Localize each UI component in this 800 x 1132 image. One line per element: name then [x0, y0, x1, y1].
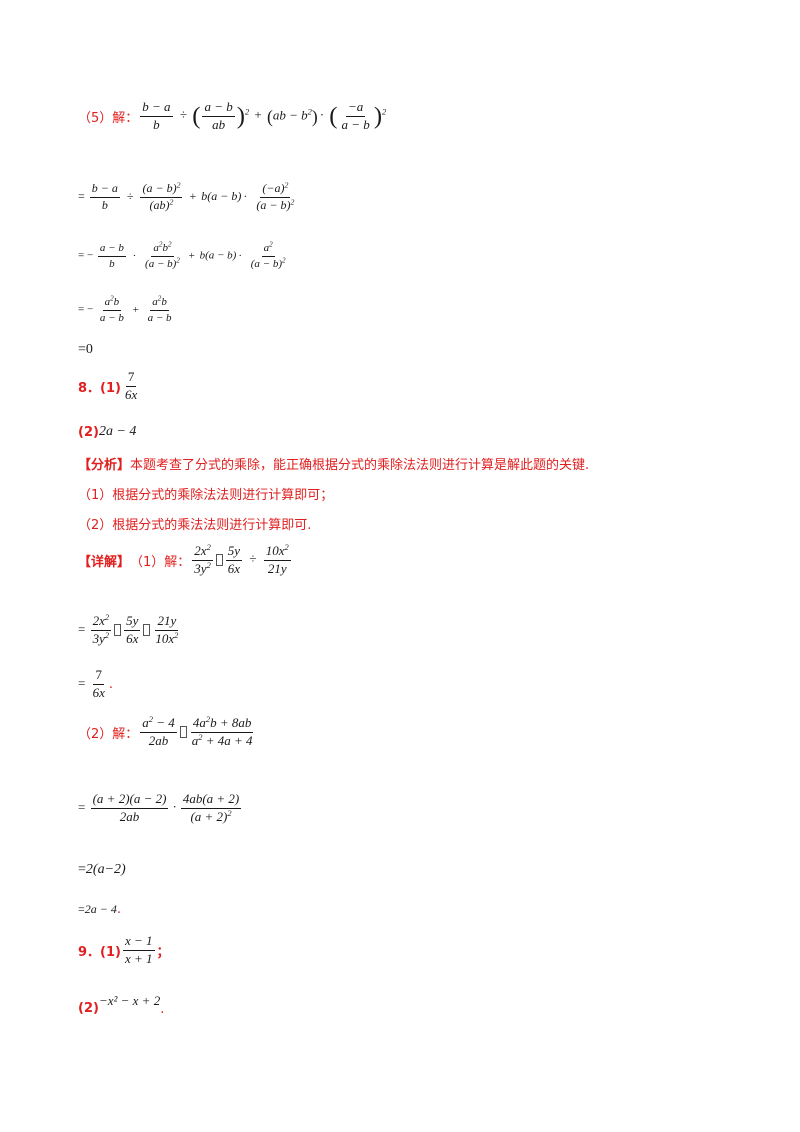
q9-label-1: 9．(1): [78, 944, 121, 960]
note-2: （2）根据分式的乘法法则进行计算即可.: [78, 518, 312, 533]
analysis-line: 【分析】 本题考查了分式的乘除，能正确根据分式的乘除法法则进行计算是解此题的关键…: [78, 454, 589, 473]
q8-label-2: (2): [78, 424, 99, 440]
q9-answer-2-value: −x² − x + 2: [98, 992, 161, 1008]
q8-answer-2-value: 2a − 4: [98, 424, 137, 439]
detail-tag: 【详解】: [78, 554, 131, 570]
part5-label: （5）解：: [78, 110, 139, 126]
detail-2-result: = 2(a−2): [78, 862, 126, 877]
q8-answer-2: (2) 2a − 4: [78, 424, 136, 440]
detail-1-label: （1）解：: [130, 554, 191, 570]
note-1: （1）根据分式的乘除法法则进行计算即可；: [78, 488, 334, 503]
analysis-tag: 【分析】: [78, 458, 131, 473]
part5-zero: 0: [85, 342, 93, 357]
analysis-text: 本题考查了分式的乘除，能正确根据分式的乘除法法则进行计算是解此题的关键.: [130, 458, 590, 473]
detail-2-final: = 2a − 4 .: [78, 902, 122, 917]
q9-label-2: (2): [78, 1001, 99, 1016]
detail-2-label: （2）解：: [78, 726, 139, 742]
part5-result: = 0: [78, 342, 93, 357]
q8-label-1: 8．(1): [78, 380, 121, 396]
detail-2-step: = (a + 2)(a − 2)2ab·4ab(a + 2)(a + 2)2: [78, 791, 242, 824]
q9-answer-2: (2) −x² − x + 2 .: [78, 992, 165, 1018]
